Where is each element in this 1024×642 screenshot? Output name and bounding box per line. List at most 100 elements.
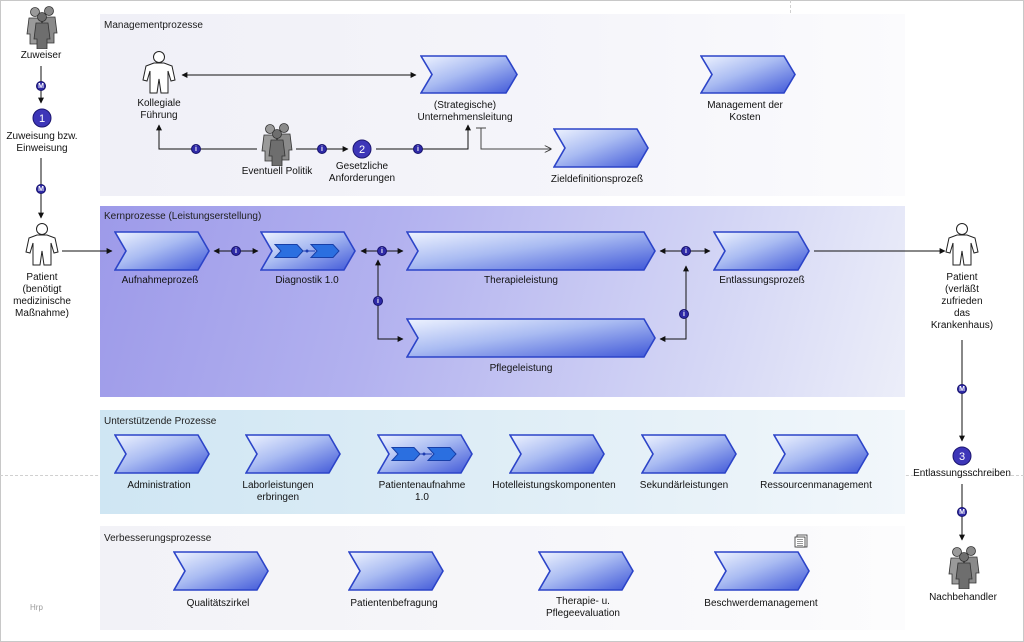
svg-text:1: 1: [39, 113, 45, 125]
patient-in-line: medizinische: [13, 296, 71, 307]
process-goal-definition[interactable]: [552, 128, 649, 168]
process-lab-services[interactable]: [244, 434, 341, 474]
process-secondary-services[interactable]: [640, 434, 737, 474]
process-admission-label: Aufnahmeprozeß: [121, 275, 199, 286]
process-cost-management-label: Management der Kosten: [690, 100, 800, 124]
info-flow-badge[interactable]: i: [679, 309, 689, 319]
patient-out-line: zufrieden: [941, 296, 983, 307]
process-nursing[interactable]: [405, 318, 656, 358]
patient-out-actor[interactable]: [945, 222, 979, 266]
process-cost-management[interactable]: [699, 55, 796, 94]
process-secondary-services-label: Sekundärleistungen: [639, 480, 729, 491]
lane-title-improvement: Verbesserungsprozesse: [104, 533, 212, 544]
info-flow-badge[interactable]: i: [377, 246, 387, 256]
patient-in-line: Patient: [26, 272, 58, 283]
lab-line: Laborleistungen: [242, 480, 314, 491]
process-discharge[interactable]: [712, 231, 810, 271]
event-2-line: Anforderungen: [328, 173, 396, 184]
process-therapy[interactable]: [405, 231, 656, 271]
process-quality-circle-label: Qualitätszirkel: [186, 598, 250, 609]
info-flow-badge[interactable]: i: [191, 144, 201, 154]
evaluation-line: Pflegeevaluation: [546, 608, 620, 619]
svg-text:3: 3: [959, 451, 965, 463]
process-administration[interactable]: [113, 434, 210, 474]
process-lab-services-label: Laborleistungen erbringen: [226, 480, 330, 504]
message-flow-badge[interactable]: M: [957, 384, 967, 394]
info-flow-badge[interactable]: i: [413, 144, 423, 154]
patient-out-line: Patient: [946, 272, 978, 283]
process-hotel-services-label: Hotelleistungskomponenten: [492, 480, 616, 491]
process-patient-admission-label: Patientenaufnahme 1.0: [364, 480, 480, 504]
process-quality-circle[interactable]: [172, 551, 269, 591]
process-therapy-label: Therapieleistung: [484, 275, 558, 286]
document-icon[interactable]: [794, 534, 808, 548]
process-administration-label: Administration: [127, 480, 191, 491]
process-complaint-management[interactable]: [713, 551, 810, 591]
aftercare-actor[interactable]: [946, 545, 982, 590]
info-flow-badge[interactable]: i: [231, 246, 241, 256]
patient-out-line: das: [953, 308, 971, 319]
process-diagnostics-label: Diagnostik 1.0: [275, 275, 339, 286]
politics-actor[interactable]: [259, 122, 295, 167]
process-resource-management-label: Ressourcenmanagement: [760, 480, 872, 491]
process-goal-definition-label: Zieldefinitionsprozeß: [550, 174, 644, 185]
process-resource-management[interactable]: [772, 434, 869, 474]
page-break-line-vertical: [790, 0, 791, 18]
process-strategic-management[interactable]: [419, 55, 518, 94]
process-evaluation-label: Therapie- u. Pflegeevaluation: [528, 596, 638, 620]
patient-in-label: Patient (benötigt medizinische Maßnahme): [8, 272, 76, 320]
patient-out-label: Patient (verläßt zufrieden das Krankenha…: [922, 272, 1002, 332]
process-strategic-management-label: (Strategische) Unternehmensleitung: [400, 100, 530, 124]
aftercare-label: Nachbehandler: [929, 592, 997, 603]
support-lane: [100, 410, 905, 514]
politics-label: Eventuell Politik: [241, 166, 313, 177]
event-3-circle[interactable]: 3: [952, 446, 972, 466]
process-patient-admission[interactable]: [376, 434, 473, 474]
process-discharge-label: Entlassungsprozeß: [719, 275, 805, 286]
message-flow-badge[interactable]: M: [36, 184, 46, 194]
costs-line: Kosten: [729, 112, 761, 123]
event-1-line: Einweisung: [16, 143, 68, 154]
process-complaint-management-label: Beschwerdemanagement: [704, 598, 818, 609]
event-2-line: Gesetzliche: [335, 161, 389, 172]
collegial-line: Kollegiale: [137, 98, 181, 109]
event-1-line: Zuweisung bzw.: [6, 131, 78, 142]
management-lane: [100, 14, 905, 196]
message-flow-badge[interactable]: M: [36, 81, 46, 91]
message-flow-badge[interactable]: M: [957, 507, 967, 517]
collegial-line: Führung: [140, 110, 178, 121]
patient-in-line: Maßnahme): [15, 308, 69, 319]
evaluation-line: Therapie- u.: [556, 596, 610, 607]
process-patient-survey[interactable]: [347, 551, 444, 591]
patient-admission-line: 1.0: [415, 492, 429, 503]
info-flow-badge[interactable]: i: [681, 246, 691, 256]
strategic-line: Unternehmensleitung: [417, 112, 513, 123]
costs-line: Management der: [707, 100, 783, 111]
referrer-label: Zuweiser: [20, 50, 62, 61]
collegial-leadership-actor[interactable]: [142, 50, 176, 94]
event-3-label: Entlassungsschreiben: [913, 468, 1011, 479]
corner-mark: Hrp: [30, 603, 43, 612]
process-patient-survey-label: Patientenbefragung: [350, 598, 438, 609]
referrer-actor[interactable]: [24, 5, 60, 50]
process-admission[interactable]: [113, 231, 210, 271]
patient-in-line: (benötigt: [22, 284, 62, 295]
lane-title-management: Managementprozesse: [104, 20, 203, 31]
info-flow-badge[interactable]: i: [373, 296, 383, 306]
process-diagnostics[interactable]: [259, 231, 356, 271]
lane-title-support: Unterstützende Prozesse: [104, 416, 217, 427]
info-flow-badge[interactable]: i: [317, 144, 327, 154]
lane-title-core: Kernprozesse (Leistungserstellung): [104, 211, 262, 222]
collegial-leadership-label: Kollegiale Führung: [126, 98, 192, 122]
patient-in-actor[interactable]: [25, 222, 59, 266]
event-1-circle[interactable]: 1: [32, 108, 52, 128]
event-1-label: Zuweisung bzw. Einweisung: [2, 131, 82, 155]
strategic-line: (Strategische): [433, 100, 497, 111]
process-hotel-services[interactable]: [508, 434, 605, 474]
process-evaluation[interactable]: [537, 551, 634, 591]
event-2-circle[interactable]: 2: [352, 139, 372, 159]
patient-out-line: (verläßt: [945, 284, 979, 295]
svg-text:2: 2: [359, 144, 365, 156]
lab-line: erbringen: [256, 492, 300, 503]
